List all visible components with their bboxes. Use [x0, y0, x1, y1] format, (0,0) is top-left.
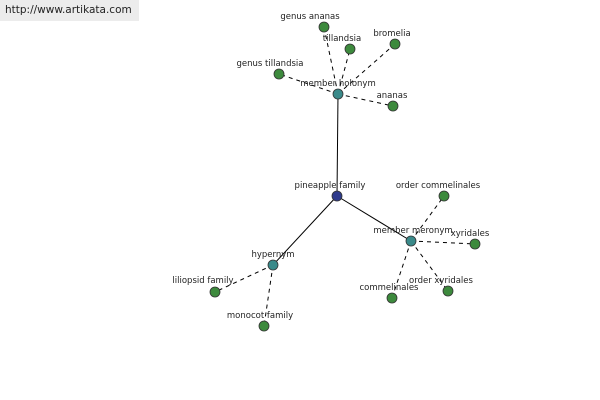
edge-hypernym-to-liliopsid-family: [214, 264, 274, 293]
node-label-member-meronym[interactable]: member meronym: [373, 226, 452, 236]
site-url-link[interactable]: http://www.artikata.com: [0, 0, 139, 21]
node-pineapple-family[interactable]: [331, 190, 343, 202]
node-label-genus-ananas[interactable]: genus ananas: [280, 12, 340, 22]
node-member-meronym[interactable]: [405, 235, 417, 247]
edge-member-meronym-to-order-commelinales: [410, 195, 445, 242]
nodes-layer: [209, 21, 481, 332]
node-label-order-commelinales[interactable]: order commelinales: [396, 181, 481, 191]
edge-pineapple-family-to-member-meronym: [336, 195, 412, 242]
node-xyridales[interactable]: [469, 238, 481, 250]
node-hypernym[interactable]: [267, 259, 279, 271]
node-label-commelinales[interactable]: commelinales: [359, 283, 419, 293]
node-bromelia[interactable]: [389, 38, 401, 50]
edge-member-holonym-to-genus-tillandsia: [278, 73, 339, 95]
node-order-xyridales[interactable]: [442, 285, 454, 297]
node-label-pineapple-family[interactable]: pineapple family: [295, 181, 366, 191]
node-label-genus-tillandsia[interactable]: genus tillandsia: [237, 59, 304, 69]
node-tillandsia[interactable]: [344, 43, 356, 55]
edges-layer: [214, 26, 476, 327]
node-label-xyridales[interactable]: xyridales: [451, 229, 490, 239]
edge-hypernym-to-monocot-family: [263, 264, 274, 327]
node-monocot-family[interactable]: [258, 320, 270, 332]
node-label-bromelia[interactable]: bromelia: [373, 29, 410, 39]
edge-pineapple-family-to-member-holonym: [336, 93, 339, 197]
node-label-tillandsia[interactable]: tillandsia: [323, 34, 361, 44]
node-commelinales[interactable]: [386, 292, 398, 304]
edge-member-meronym-to-order-xyridales: [410, 240, 449, 292]
node-order-commelinales[interactable]: [438, 190, 450, 202]
node-label-hypernym[interactable]: hypernym: [251, 250, 294, 260]
node-label-member-holonym[interactable]: member holonym: [300, 79, 375, 89]
node-label-order-xyridales[interactable]: order xyridales: [409, 276, 473, 286]
edge-member-holonym-to-genus-ananas: [323, 26, 339, 95]
labels-layer: pineapple family member holonym hypernym me…: [172, 12, 489, 321]
edge-member-meronym-to-xyridales: [410, 240, 476, 245]
node-label-ananas[interactable]: ananas: [377, 91, 408, 101]
node-genus-tillandsia[interactable]: [273, 68, 285, 80]
node-label-liliopsid-family[interactable]: liliopsid family: [172, 276, 233, 286]
edge-member-meronym-to-commelinales: [391, 240, 412, 299]
node-member-holonym[interactable]: [332, 88, 344, 100]
node-liliopsid-family[interactable]: [209, 286, 221, 298]
node-genus-ananas[interactable]: [318, 21, 330, 33]
node-ananas[interactable]: [387, 100, 399, 112]
node-label-monocot-family[interactable]: monocot family: [227, 311, 293, 321]
edge-member-holonym-to-ananas: [337, 93, 394, 107]
edge-pineapple-family-to-hypernym: [272, 195, 338, 266]
